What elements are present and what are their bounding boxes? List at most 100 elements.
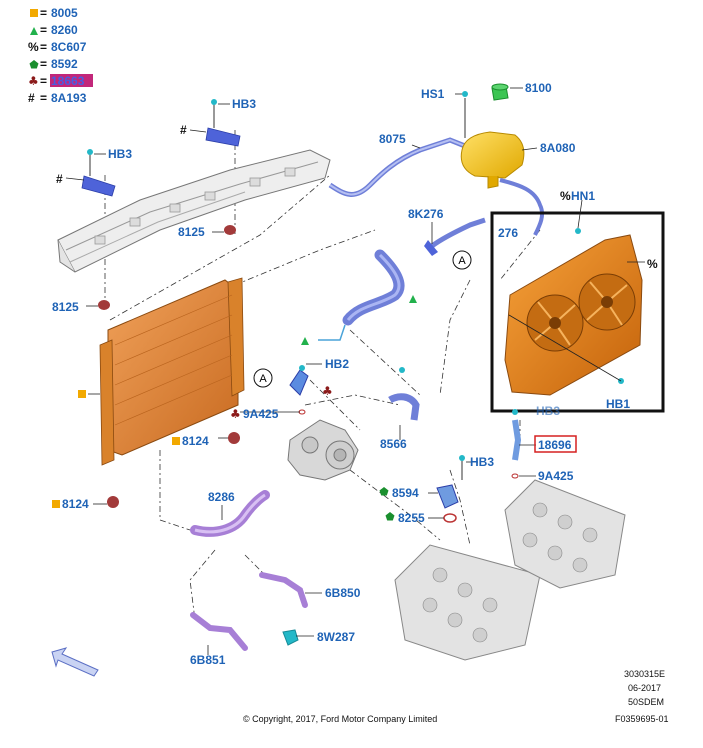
club-icon: ♣ [28,74,39,88]
percent-symbol: % [28,40,39,54]
label-8286: 8286 [208,490,235,504]
label-8124-left: 8124 [62,497,89,511]
figure-number: F0359695-01 [615,714,669,724]
legend-row-8a193: # = 8A193 [28,91,87,105]
diagram-date: 06-2017 [628,683,661,693]
triangle-icon [30,27,38,35]
clip-hb3-cylinder [459,455,465,480]
label-percent-fan: % [647,257,658,271]
pentagon-icon [29,60,39,69]
hood-bracket-left [81,175,116,197]
legend-code: 8C607 [51,40,87,54]
legend-code: 8592 [51,57,78,71]
label-hs1: HS1 [421,87,445,101]
label-hb3-left: HB3 [108,147,132,161]
cooling-fan-shroud [504,234,643,396]
degas-hose-8k276 [424,217,486,256]
label-8125-left: 8125 [52,300,79,314]
club-icon: ♣ [230,407,241,421]
diagram-code: 3030315E [624,669,665,679]
label-8124-right: 8124 [182,434,209,448]
thermostat-housing [287,419,359,481]
highlight-mark [50,74,93,87]
label-hash-left: # [56,172,63,186]
label-8w287: 8W287 [317,630,355,644]
label-8k276: 8K276 [408,207,444,221]
o-ring-8255 [443,513,457,523]
legend-sep: = [40,6,47,20]
hose-clamp-triangle [318,324,346,341]
radiator [99,277,245,466]
label-8100: 8100 [525,81,552,95]
label-hb1: HB1 [606,397,630,411]
upper-radiator-hose-8075 [328,137,471,197]
label-8k276-partial: 276 [498,226,518,240]
legend-code: 8260 [51,23,78,37]
fan-highlight-box [490,211,665,413]
coolant-tube-6b850 [259,572,308,608]
radiator-inlet-hose [342,249,405,326]
label-hn1: HN1 [571,189,595,203]
label-8125-upper: 8125 [178,225,205,239]
label-hb3-top: HB3 [232,97,256,111]
clip-hb3-left [87,149,93,176]
radiator-support-bracket [57,149,331,273]
leader-lines [65,87,645,655]
triangle-icon [301,337,309,345]
reservoir-bolt [462,91,468,138]
legend-row-8005: = 8005 [30,6,78,20]
legend-sep: = [40,74,47,88]
footer: © Copyright, 2017, Ford Motor Company Li… [243,669,669,724]
label-6b851: 6B851 [190,653,226,667]
o-ring-9a425-right [511,473,519,479]
legend-sep: = [40,57,47,71]
legend-code: 18663 [51,74,85,88]
hash-symbol: # [28,91,35,105]
label-18696: 18696 [538,438,572,452]
coolant-fitting-hb2 [289,365,309,396]
cylinder-head-right [504,479,626,589]
highlight-rect-18696 [534,435,577,453]
label-8255: 8255 [398,511,425,525]
radiator-mount-upper-right [224,225,236,235]
heater-tube-18696 [512,409,522,461]
hose-clamp-8566 [399,367,405,373]
callout-a-upper: A [452,250,472,270]
pentagon-icon [379,487,389,496]
label-hb3-right: HB3 [470,455,494,469]
triangle-icon [409,295,417,303]
label-percent-hn1: % [560,189,571,203]
club-icon: ♣ [322,384,333,398]
legend-code: 8005 [51,6,78,20]
legend: = 8005 = 8260 % = 8C607 = 8592 ♣ = 18663… [28,6,93,105]
pentagon-icon [385,512,395,521]
callout-a-label: A [458,255,466,267]
square-icon [78,390,86,398]
coolant-reservoir [460,131,525,189]
fan-clip-hn1 [575,228,581,234]
label-6b850: 6B850 [325,586,361,600]
reservoir-cap [491,83,509,101]
lower-radiator-hose-8286 [190,490,270,537]
assembly-lines [104,130,541,621]
label-hash-top: # [180,123,187,137]
callout-a-label: A [259,373,267,385]
sensor-8w287 [282,629,299,646]
label-8075: 8075 [379,132,406,146]
label-9a425-right: 9A425 [538,469,574,483]
legend-sep: = [40,91,47,105]
diagram-variant: 50SDEM [628,697,664,707]
coolant-tube-8566 [388,393,420,421]
reservoir-hose [499,178,545,236]
legend-code: 8A193 [51,91,87,105]
legend-sep: = [40,40,47,54]
callout-a-lower: A [253,368,273,388]
fan-clip-hb1 [508,314,624,384]
label-9a425-left: 9A425 [243,407,279,421]
label-8a080: 8A080 [540,141,576,155]
square-icon [52,500,60,508]
part-labels: HS1 8100 8075 8A080 HB3 HB3 # # 8K276 % … [52,81,658,667]
copyright-text: © Copyright, 2017, Ford Motor Company Li… [243,714,437,724]
legend-row-18663: ♣ = 18663 [28,74,93,88]
